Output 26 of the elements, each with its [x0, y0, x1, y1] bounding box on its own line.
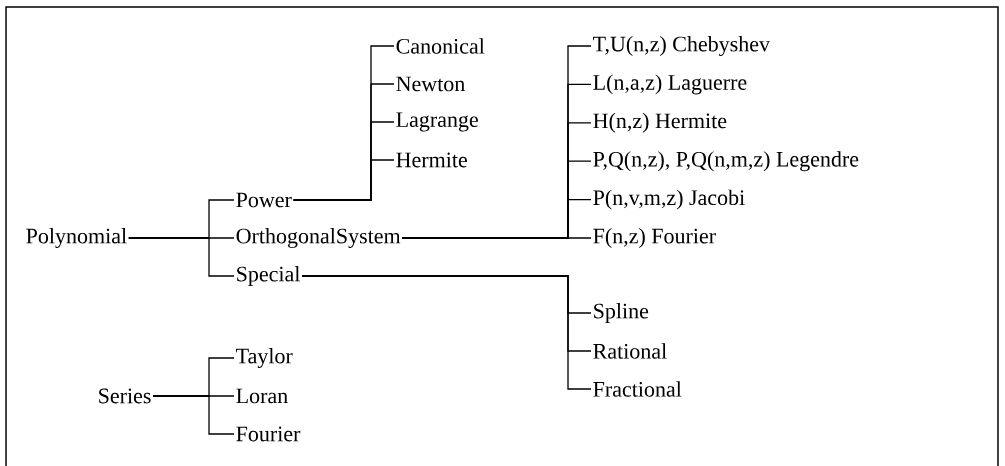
tree-label: Spline [594, 303, 649, 323]
tree-label: Canonical [396, 38, 485, 54]
tree-connector [292, 159, 395, 201]
tree-connector [128, 237, 235, 277]
tree-label: Taylor [236, 348, 293, 368]
tree-connector [301, 275, 592, 390]
tree-label: Fourier [236, 426, 301, 442]
tree-label: Fractional [593, 381, 682, 397]
tree-label: L(n,a,z) Laguerre [593, 74, 747, 95]
tree-label: Polynomial [26, 228, 127, 248]
tree-label: Series [99, 388, 151, 404]
tree-label: Newton [396, 76, 465, 92]
tree-label: Special [237, 266, 300, 286]
tree-label: Rational [593, 343, 667, 359]
tree-label: F(n,z) Fourier [593, 228, 716, 248]
tree-connector [152, 395, 235, 435]
tree-label: Power [236, 192, 292, 208]
tree-label: Loran [236, 388, 288, 404]
tree-label: OrthogonalSystem [236, 228, 401, 248]
tree-label: H(n,z) Hermite [593, 112, 727, 133]
tree-label: Lagrange [396, 112, 478, 132]
tree-label: P,Q(n,z), P,Q(n,m,z) Legendre [593, 151, 859, 172]
tree-label: T,U(n,z) Chebyshev [593, 36, 770, 56]
tree-label: P(n,v,m,z) Jacobi [593, 189, 745, 210]
tree-label: Hermite [396, 152, 467, 168]
tree-connector [401, 237, 592, 239]
